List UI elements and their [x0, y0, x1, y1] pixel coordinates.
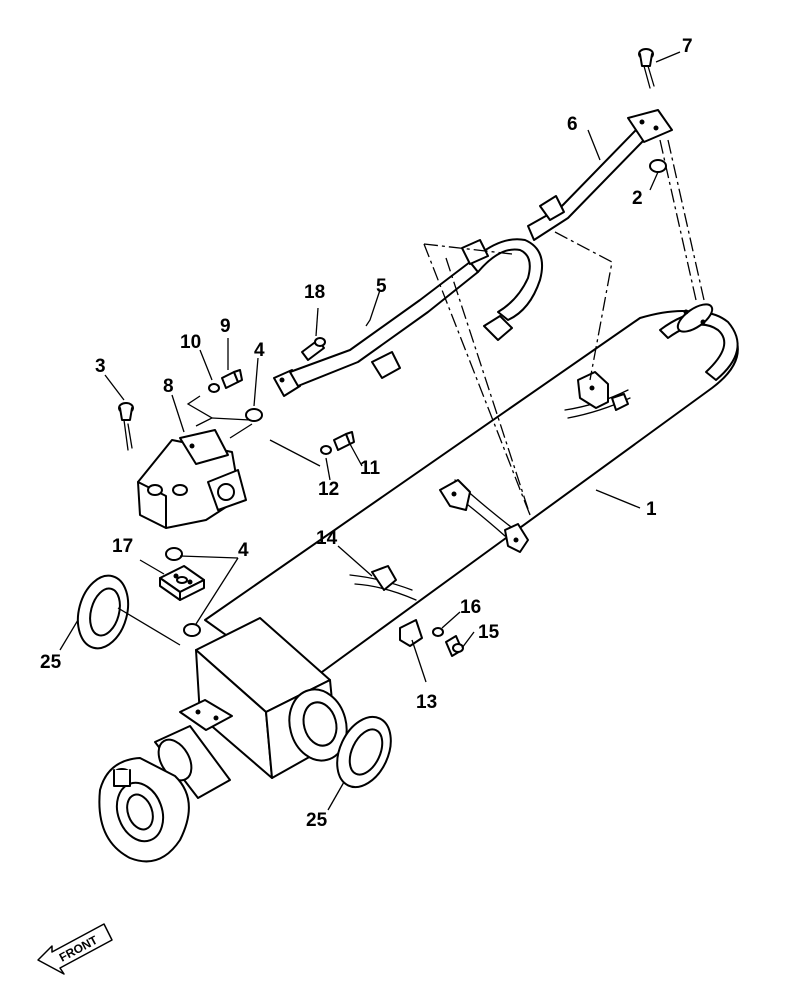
leader-lines — [59, 51, 681, 811]
callout-2: 2 — [632, 188, 643, 209]
callout-12: 12 — [318, 479, 339, 500]
pipe-part-6 — [527, 109, 673, 241]
callout-17: 17 — [112, 536, 133, 557]
callout-18: 18 — [304, 282, 325, 303]
callout-1: 1 — [646, 499, 657, 520]
o-ring-part-4-lower-a — [165, 547, 183, 561]
dust-seal-part-25-right — [336, 715, 392, 789]
o-ring-part-4-lower-b — [183, 623, 201, 637]
callout-25-right: 25 — [306, 810, 328, 831]
callout-16: 16 — [460, 597, 481, 618]
callout-10: 10 — [180, 332, 201, 353]
piston-rod-eye — [98, 725, 231, 863]
tube-clamp-upper — [577, 371, 629, 411]
callout-25-left: 25 — [40, 652, 62, 673]
callout-7: 7 — [682, 36, 693, 57]
callout-11: 11 — [360, 458, 381, 479]
callout-13: 13 — [416, 692, 437, 713]
o-ring-part-4-upper — [245, 408, 263, 422]
callout-15: 15 — [478, 622, 500, 643]
callout-5: 5 — [376, 276, 387, 297]
tube-clamp-middle — [439, 479, 529, 553]
callout-9: 9 — [220, 316, 231, 337]
assembly-lines — [423, 139, 705, 516]
cylinder-tube-part-1 — [204, 303, 739, 689]
pipe-part-5 — [273, 238, 544, 397]
bolt-part-15 — [445, 635, 464, 657]
tube-clamp-lower-part-14 — [371, 565, 423, 647]
plug-part-11 — [333, 431, 355, 451]
o-ring-part-10 — [208, 383, 220, 393]
callout-3: 3 — [95, 356, 106, 377]
o-ring-part-12 — [320, 445, 332, 455]
front-direction-arrow: FRONT — [37, 923, 113, 975]
bolt-part-3 — [118, 402, 134, 451]
callout-8: 8 — [163, 376, 174, 397]
washer-part-16 — [432, 627, 444, 637]
o-ring-part-2 — [649, 159, 667, 173]
cylinder-head-block — [179, 617, 348, 779]
callout-4-lower: 4 — [238, 540, 249, 561]
callout-6: 6 — [567, 114, 578, 135]
bolt-part-7 — [638, 48, 655, 89]
flange-part-17 — [159, 565, 205, 601]
bolt-part-18 — [301, 337, 326, 361]
plug-part-9 — [221, 369, 243, 389]
callout-14: 14 — [316, 528, 338, 549]
callout-labels: 1 2 3 4 4 5 6 7 8 9 10 11 12 13 14 15 16… — [40, 36, 693, 831]
dust-seal-part-25-left — [76, 574, 130, 650]
valve-block-part-8 — [137, 429, 247, 529]
callout-4-upper: 4 — [254, 340, 265, 361]
